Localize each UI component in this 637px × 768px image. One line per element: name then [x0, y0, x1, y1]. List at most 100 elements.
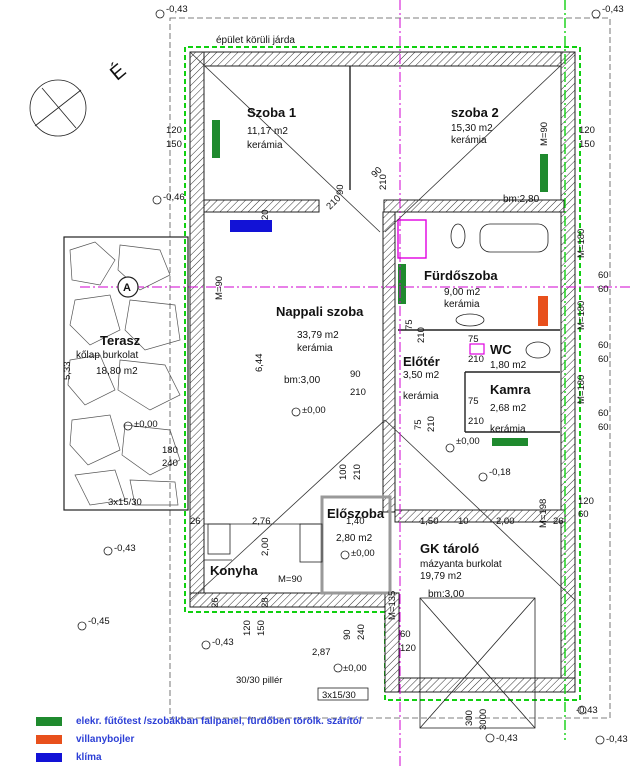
svg-text:26: 26	[210, 597, 221, 608]
svg-text:90: 90	[335, 184, 346, 195]
svg-text:kerámia: kerámia	[451, 135, 487, 146]
svg-text:30/30 pillér: 30/30 pillér	[236, 675, 282, 686]
svg-text:M=180: M=180	[576, 301, 587, 330]
svg-text:-0,43: -0,43	[606, 734, 628, 745]
svg-text:26: 26	[190, 516, 201, 527]
site-outline	[169, 17, 611, 719]
room-name: Kamra	[490, 382, 531, 397]
svg-text:210: 210	[350, 387, 366, 398]
svg-text:M=135: M=135	[387, 591, 398, 620]
svg-text:M=90: M=90	[214, 276, 225, 300]
svg-text:6,44: 6,44	[254, 354, 265, 373]
legend: elekr. fűtőtest /szobákban falipanel, fü…	[36, 712, 362, 766]
room-name: Fürdőszoba	[424, 268, 498, 283]
dimension-labels: 120 150 120 150 90 210 90 210 90 210 M=9…	[62, 122, 609, 730]
svg-text:120: 120	[400, 643, 416, 654]
level-marker: ±0,00	[291, 405, 326, 417]
svg-text:kőlap burkolat: kőlap burkolat	[76, 350, 138, 361]
svg-text:240: 240	[162, 458, 178, 469]
svg-text:11,17 m2: 11,17 m2	[247, 126, 288, 137]
svg-text:60: 60	[598, 340, 609, 351]
walkway-label: épület körüli járda	[216, 35, 295, 46]
room-name: Konyha	[210, 563, 258, 578]
toilet	[525, 341, 551, 359]
legend-item: klíma	[36, 748, 362, 766]
room-name: GK tároló	[420, 541, 479, 556]
compass: É	[29, 59, 130, 137]
svg-text:-0,45: -0,45	[88, 616, 110, 627]
svg-text:bm:2,80: bm:2,80	[503, 194, 540, 205]
room-name: Nappali szoba	[276, 304, 364, 319]
level-marker: -0,43	[591, 4, 624, 19]
shower	[397, 219, 427, 259]
svg-text:±0,00: ±0,00	[351, 548, 375, 559]
svg-text:±0,00: ±0,00	[302, 405, 326, 416]
svg-text:60: 60	[400, 629, 411, 640]
svg-text:2,00: 2,00	[260, 538, 271, 557]
svg-text:100: 100	[338, 464, 349, 480]
svg-text:1,40: 1,40	[346, 516, 365, 527]
roof-lines	[189, 51, 576, 601]
svg-text:210: 210	[468, 416, 484, 427]
svg-text:90: 90	[342, 629, 353, 640]
svg-text:1,80 m2: 1,80 m2	[490, 360, 527, 371]
svg-text:2,00: 2,00	[496, 516, 515, 527]
section-marker-a: A	[117, 276, 139, 298]
svg-text:3x15/30: 3x15/30	[322, 690, 356, 701]
svg-text:±0,00: ±0,00	[343, 663, 367, 674]
svg-text:28: 28	[260, 597, 271, 608]
compass-letter: É	[105, 59, 130, 85]
svg-text:120: 120	[578, 496, 594, 507]
svg-text:60: 60	[598, 422, 609, 433]
garage-car-outline	[419, 597, 536, 729]
level-marker: -0,43	[103, 543, 136, 556]
bathroom-sink	[450, 223, 466, 249]
room-name: WC	[490, 342, 512, 357]
svg-text:75: 75	[468, 396, 479, 407]
svg-text:60: 60	[598, 354, 609, 365]
svg-text:kerámia: kerámia	[247, 140, 283, 151]
svg-text:M=198: M=198	[538, 499, 549, 528]
svg-text:kerámia: kerámia	[444, 299, 480, 310]
svg-text:-0,43: -0,43	[602, 4, 624, 15]
svg-text:2,68 m2: 2,68 m2	[490, 403, 527, 414]
air-conditioner	[230, 220, 272, 232]
heater-szoba1	[212, 120, 220, 158]
svg-text:180: 180	[162, 445, 178, 456]
svg-text:5,33: 5,33	[62, 362, 73, 381]
compass-circle	[29, 79, 87, 137]
heater-bathroom	[398, 264, 406, 304]
svg-text:-0,43: -0,43	[166, 4, 188, 15]
svg-text:mázyanta burkolat: mázyanta burkolat	[420, 559, 502, 570]
svg-text:bm:3,00: bm:3,00	[428, 589, 465, 600]
legend-swatch	[36, 734, 62, 744]
legend-label: elekr. fűtőtest /szobákban falipanel, fü…	[76, 715, 362, 727]
legend-label: klíma	[76, 751, 102, 763]
svg-text:-0,18: -0,18	[489, 467, 511, 478]
room-name: Terasz	[100, 333, 141, 348]
svg-text:kerámia: kerámia	[403, 391, 439, 402]
svg-text:60: 60	[598, 270, 609, 281]
bathtub	[479, 223, 549, 253]
svg-text:210: 210	[468, 354, 484, 365]
svg-text:-0,46: -0,46	[163, 192, 185, 203]
svg-text:kerámia: kerámia	[297, 343, 333, 354]
legend-swatch	[36, 716, 62, 726]
svg-text:-0,43: -0,43	[114, 543, 136, 554]
appliances	[212, 120, 548, 446]
room-name: Előtér	[403, 354, 440, 369]
level-marker: -0,45	[77, 616, 110, 631]
level-marker: -0,43	[155, 4, 188, 19]
level-marker: -0,46	[152, 192, 185, 205]
heater-szoba2	[540, 154, 548, 192]
svg-text:150: 150	[256, 620, 267, 636]
level-marker: ±0,00	[340, 548, 375, 560]
svg-text:-0,43: -0,43	[496, 733, 518, 744]
svg-text:26: 26	[553, 516, 564, 527]
fixtures	[204, 219, 551, 729]
svg-text:±0,00: ±0,00	[134, 419, 158, 430]
svg-text:150: 150	[166, 139, 182, 150]
svg-text:-0,43: -0,43	[212, 637, 234, 648]
level-marker: ±0,00	[445, 436, 480, 453]
